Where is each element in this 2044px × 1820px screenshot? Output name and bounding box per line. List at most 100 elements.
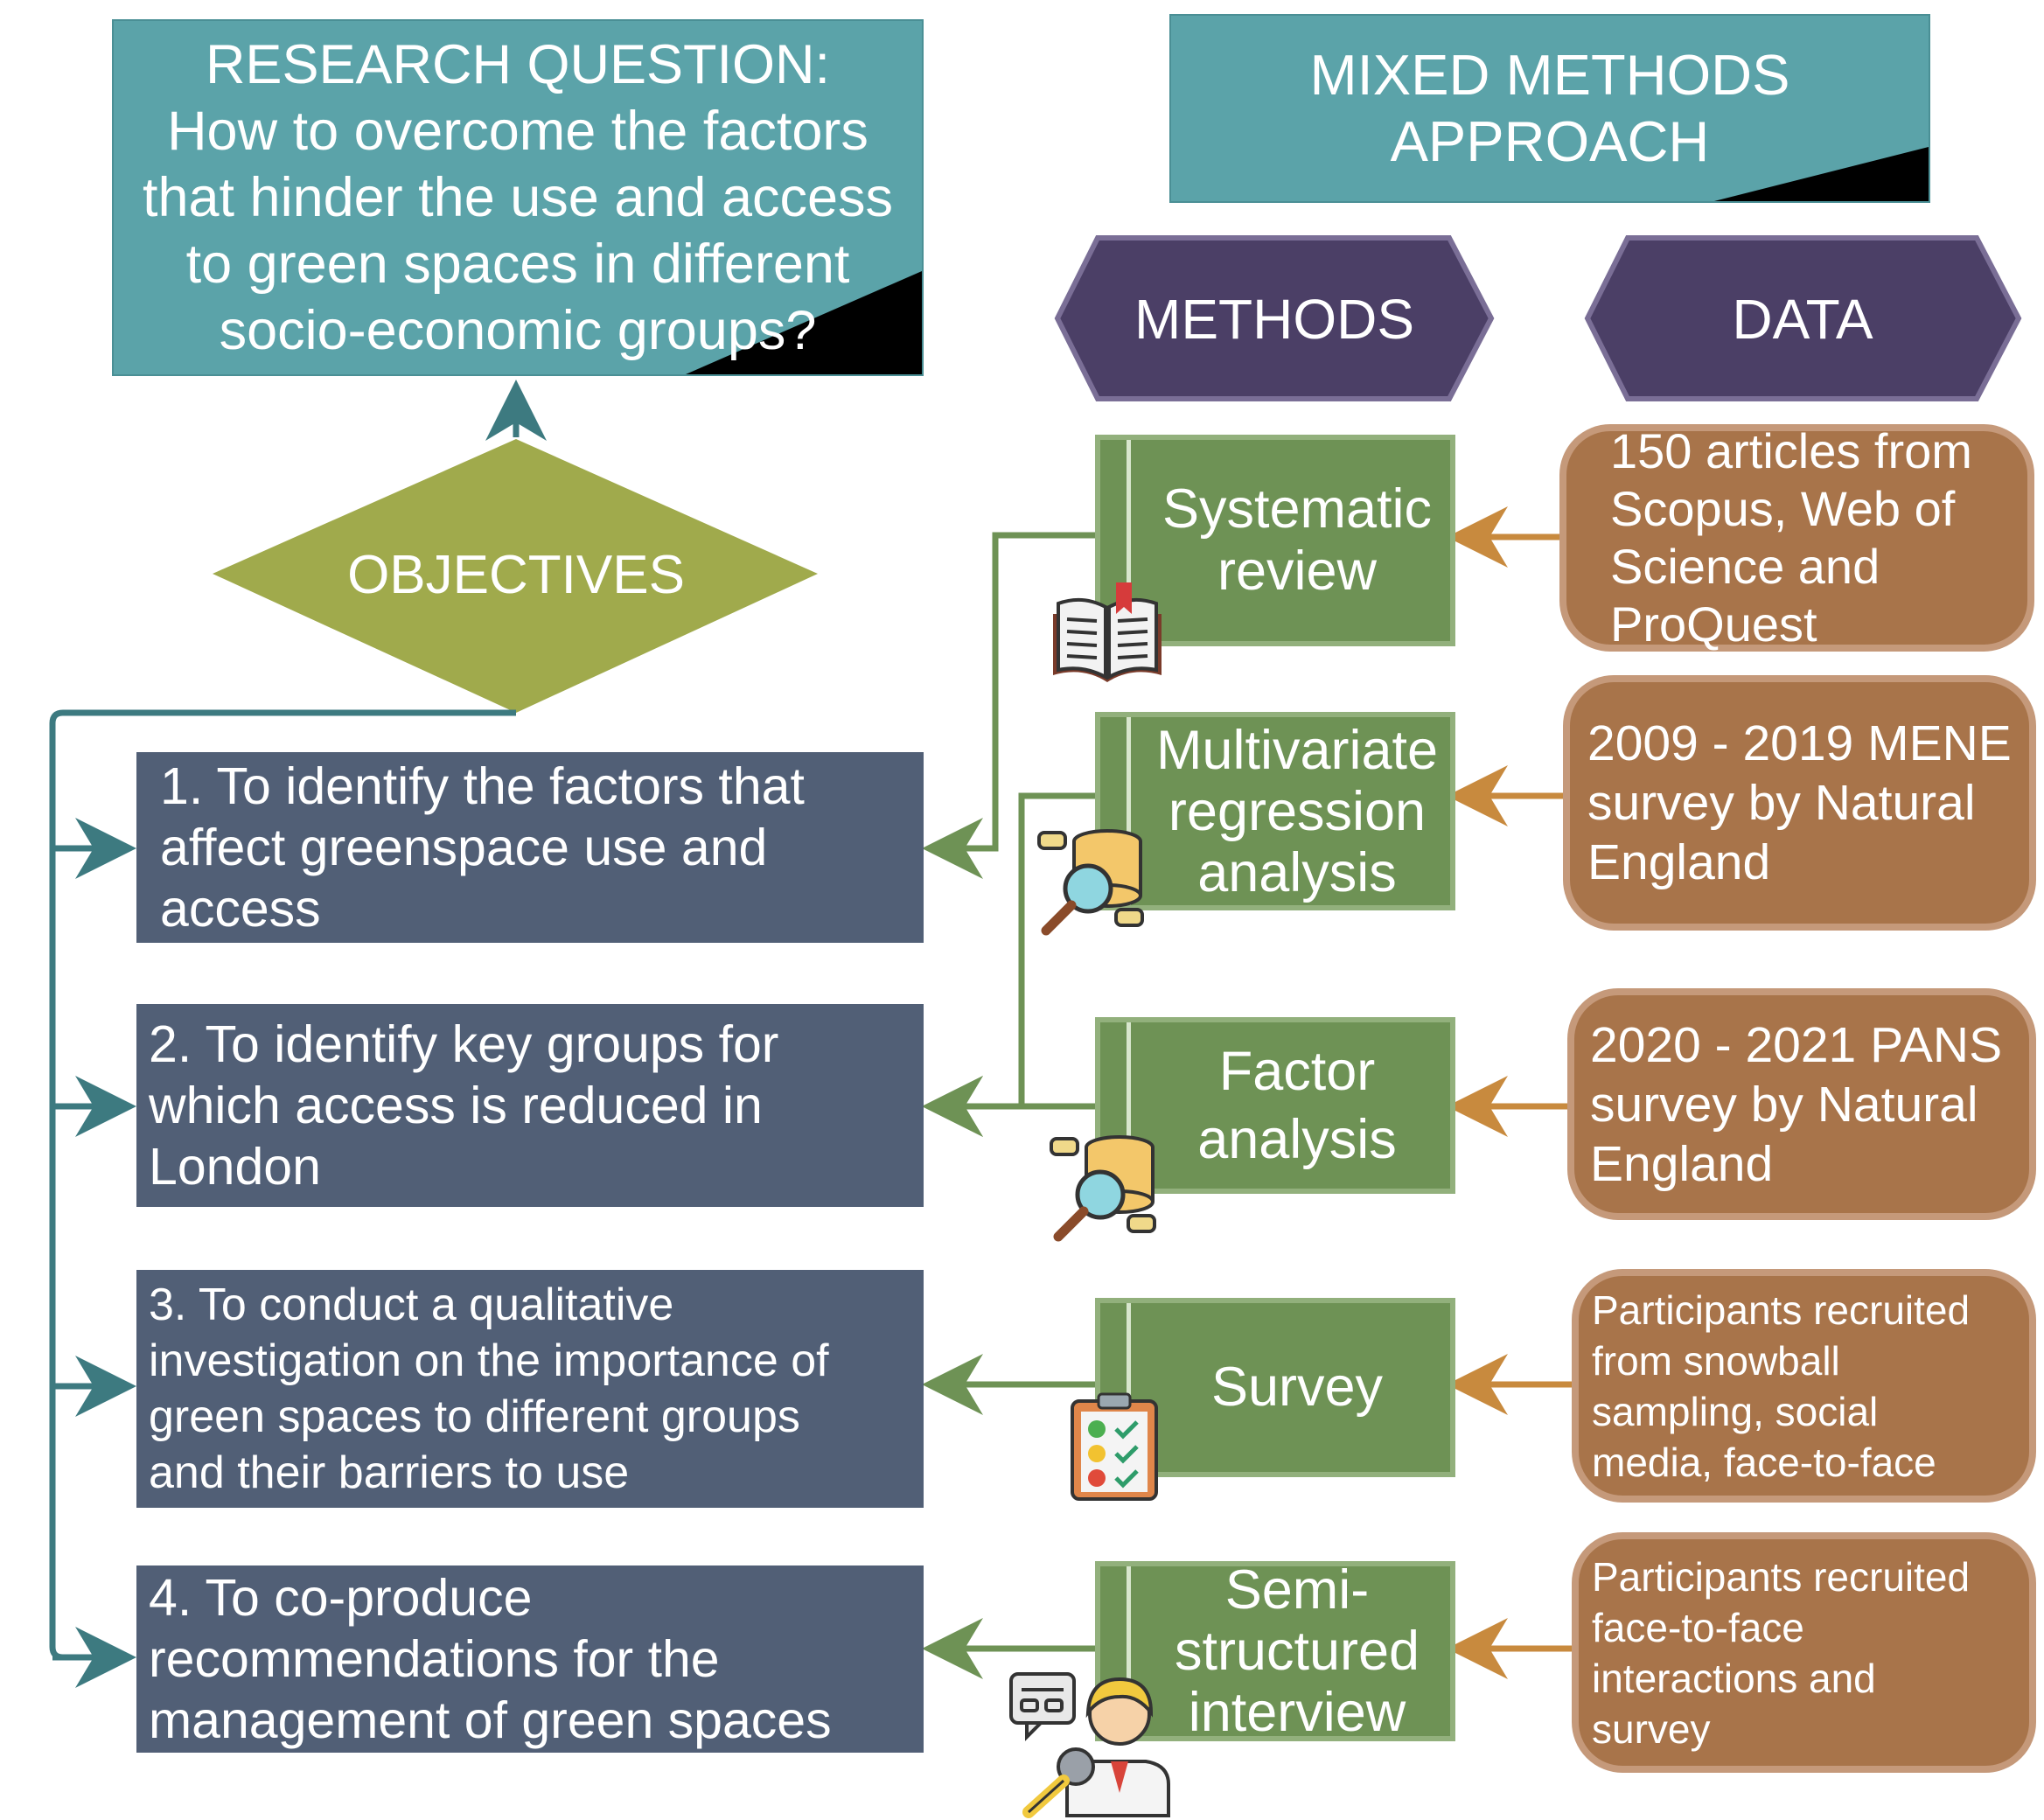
data-line: from snowball <box>1592 1337 1840 1384</box>
method-line: Multivariate <box>1155 719 1439 781</box>
objective-3-line: green spaces to different groups <box>149 1391 800 1442</box>
data-line: Participants recruited <box>1592 1287 1971 1333</box>
data-line: Scopus, Web of <box>1610 481 1956 536</box>
objective-3-line: 3. To conduct a qualitative <box>149 1280 674 1330</box>
method-line: Systematic <box>1162 478 1433 540</box>
data-line: sampling, social <box>1592 1388 1879 1434</box>
method-line: structured <box>1174 1621 1420 1682</box>
data-3-box: 2020 - 2021 PANS survey by Natural Engla… <box>1567 988 2036 1220</box>
objective-3-box: 3. To conduct a qualitative investigatio… <box>136 1270 924 1508</box>
research-question-line: that hinder the use and access <box>142 167 894 228</box>
survey-clipboard-icon <box>1071 1392 1158 1501</box>
data-line: survey by Natural <box>1590 1076 1978 1133</box>
method-line: analysis <box>1197 1109 1397 1170</box>
data-4-text: Participants recruited from snowball sam… <box>1592 1285 1970 1488</box>
objective-3-line: and their barriers to use <box>149 1447 630 1498</box>
open-book-icon <box>1053 582 1162 682</box>
method-strip <box>1127 1566 1131 1736</box>
method-line: analysis <box>1197 841 1397 903</box>
data-line: 2009 - 2019 MENE <box>1587 715 2012 771</box>
objective-4-box: 4. To co-produce recommendations for the… <box>136 1565 924 1753</box>
data-line: England <box>1587 834 1771 890</box>
objective-1-text: 1. To identify the factors that affect g… <box>160 756 805 939</box>
research-question-line: to green spaces in different <box>185 234 850 295</box>
data-line: England <box>1590 1135 1774 1192</box>
data-header-shape <box>1584 235 2022 401</box>
objective-1-box: 1. To identify the factors that affect g… <box>136 752 924 943</box>
objective-2-line: London <box>149 1138 321 1196</box>
mixed-methods-line: APPROACH <box>1390 109 1710 173</box>
mixed-methods-text: MIXED METHODS APPROACH <box>1310 42 1790 175</box>
objective-4-line: 4. To co-produce <box>149 1569 533 1627</box>
data-line: 150 articles from <box>1610 423 1972 478</box>
data-1-box: 150 articles from Scopus, Web of Science… <box>1559 422 2034 653</box>
method-line: regression <box>1168 780 1427 842</box>
method-factor-analysis-box: Factor analysis <box>1095 1017 1455 1194</box>
data-line: face-to-face <box>1592 1604 1804 1650</box>
objective-3-line: investigation on the importance of <box>149 1335 829 1386</box>
method-strip <box>1127 717 1131 905</box>
data-line: 2020 - 2021 PANS <box>1590 1016 2003 1073</box>
method-systematic-review-text: Systematic review <box>1100 478 1450 603</box>
objective-4-text: 4. To co-produce recommendations for the… <box>149 1567 832 1751</box>
objective-2-box: 2. To identify key groups for which acce… <box>136 1004 924 1207</box>
objective-1-line: access <box>160 880 321 938</box>
systematic-review-to-objective-1 <box>922 532 1095 879</box>
data-line: Participants recruited <box>1592 1553 1971 1600</box>
data-3-text: 2020 - 2021 PANS survey by Natural Engla… <box>1590 1015 2002 1194</box>
data-line: interactions and <box>1592 1655 1876 1701</box>
methods-header-label: METHODS <box>1134 288 1414 351</box>
data-5-text: Participants recruited face-to-face inte… <box>1592 1552 1970 1754</box>
objective-2-line: which access is reduced in <box>149 1077 763 1134</box>
method-strip <box>1127 1303 1131 1472</box>
objective-2-line: 2. To identify key groups for <box>149 1015 779 1073</box>
data-1-text: 150 articles from Scopus, Web of Science… <box>1610 422 1972 653</box>
data-line: Science and <box>1610 539 1880 594</box>
method-line: Factor <box>1218 1041 1376 1102</box>
data-2-text: 2009 - 2019 MENE survey by Natural Engla… <box>1587 714 2012 892</box>
method-line: interview <box>1188 1682 1406 1743</box>
data-header-label: DATA <box>1732 288 1873 351</box>
method-regression-box: Multivariate regression analysis <box>1095 712 1455 910</box>
data-line: ProQuest <box>1610 596 1817 652</box>
objectives-diamond <box>213 439 818 713</box>
method-systematic-review-box: Systematic review <box>1095 435 1455 646</box>
research-question-text: RESEARCH QUESTION: How to overcome the f… <box>143 31 893 364</box>
method-line: review <box>1217 540 1378 602</box>
database-search-icon <box>1050 1135 1156 1242</box>
method-line: Survey <box>1210 1356 1384 1418</box>
data-4-box: Participants recruited from snowball sam… <box>1572 1269 2036 1503</box>
method-regression-text: Multivariate regression analysis <box>1100 720 1450 903</box>
database-search-icon <box>1037 829 1144 936</box>
research-question-line: How to overcome the factors <box>167 101 869 162</box>
research-question-title: RESEARCH QUESTION: <box>205 34 831 95</box>
data-line: survey <box>1592 1705 1711 1752</box>
method-survey-text: Survey <box>1100 1356 1450 1419</box>
objective-4-line: recommendations for the <box>149 1630 720 1688</box>
objectives-label: OBJECTIVES <box>347 545 685 605</box>
mixed-methods-corner <box>1714 147 1929 201</box>
research-question-box: RESEARCH QUESTION: How to overcome the f… <box>112 19 924 376</box>
method-interview-box: Semi- structured interview <box>1095 1559 1455 1743</box>
research-question-line: socio-economic groups? <box>219 300 817 361</box>
mixed-methods-line: MIXED METHODS <box>1309 43 1790 107</box>
objective-2-text: 2. To identify key groups for which acce… <box>149 1014 778 1197</box>
method-line: Semi- <box>1224 1559 1370 1621</box>
method-interview-text: Semi- structured interview <box>1100 1559 1450 1743</box>
research-question-corner <box>686 271 922 374</box>
mixed-methods-box: MIXED METHODS APPROACH <box>1169 14 1930 203</box>
interview-person-icon <box>1009 1672 1170 1818</box>
data-line: media, face-to-face <box>1592 1439 1936 1485</box>
objective-1-line: 1. To identify the factors that <box>160 757 805 815</box>
methods-header-shape <box>1054 235 1495 401</box>
method-factor-analysis-text: Factor analysis <box>1100 1037 1450 1174</box>
objective-4-line: management of green spaces <box>149 1691 832 1749</box>
objective-3-text: 3. To conduct a qualitative investigatio… <box>149 1277 829 1501</box>
method-strip <box>1127 440 1131 641</box>
method-strip <box>1127 1022 1131 1189</box>
data-5-box: Participants recruited face-to-face inte… <box>1572 1532 2036 1773</box>
data-line: survey by Natural <box>1587 775 1976 831</box>
objective-1-line: affect greenspace use and <box>160 819 768 876</box>
data-2-box: 2009 - 2019 MENE survey by Natural Engla… <box>1563 675 2036 931</box>
